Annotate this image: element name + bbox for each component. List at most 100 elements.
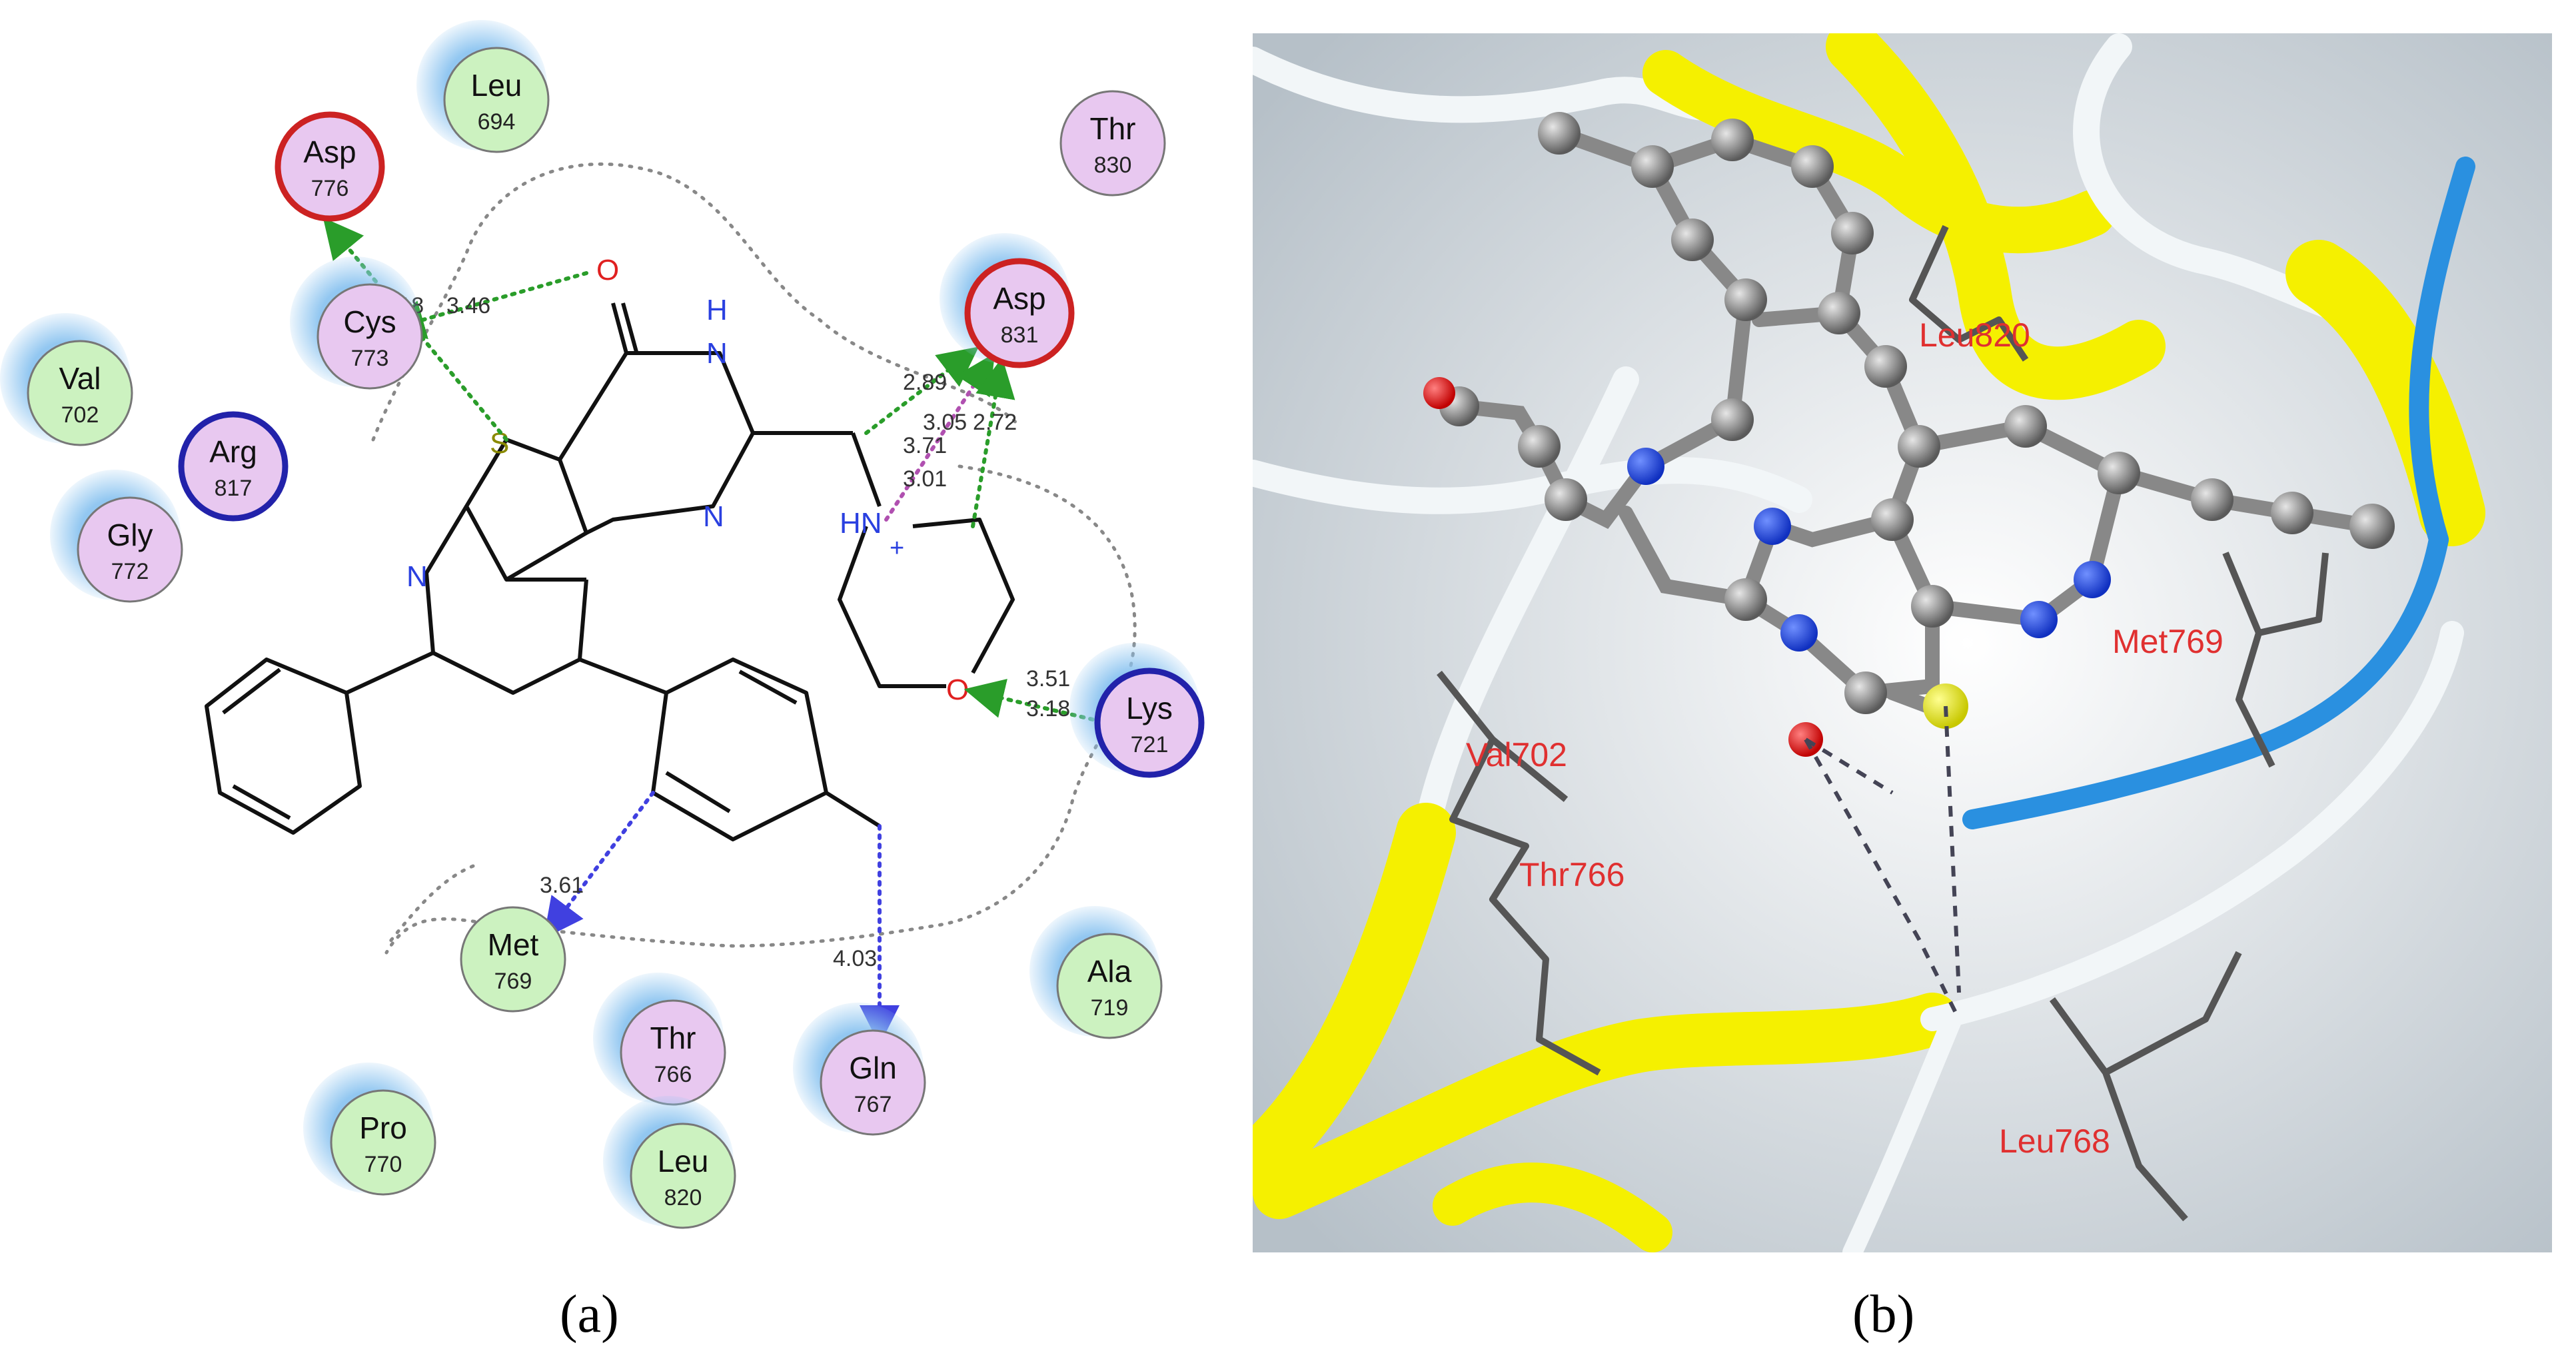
distance-label: 3.61	[540, 873, 584, 898]
residue-name: Leu	[471, 68, 522, 103]
residue-name: Met	[488, 927, 539, 962]
protein-ribbons	[1223, 20, 2485, 1262]
residue-number: 776	[311, 176, 349, 201]
residue-disc	[317, 283, 423, 390]
residue-disc	[77, 496, 183, 603]
carbon-atom	[1831, 212, 1874, 254]
carbon-atom	[1844, 672, 1887, 714]
residue-disc	[178, 411, 289, 522]
residue-disc	[275, 111, 385, 222]
residue-number: 772	[111, 559, 149, 584]
residue-disc	[1056, 933, 1163, 1039]
residue-disc	[1059, 90, 1166, 197]
carbon-atom	[1818, 292, 1860, 334]
oxygen-atom	[1423, 377, 1455, 409]
atom-N1: N	[706, 337, 728, 370]
residue-number: 770	[364, 1152, 402, 1177]
distance-label: 3.18	[1026, 696, 1070, 721]
residue-disc	[27, 340, 133, 446]
carbon-atom	[2271, 492, 2313, 534]
carbon-atom	[1864, 345, 1907, 388]
residue-disc	[443, 47, 550, 153]
atom-N2: N	[703, 500, 724, 533]
residue-number: 702	[61, 402, 99, 428]
residue-asp-776: Asp 776	[275, 111, 385, 222]
residue-val-702: Val 702	[0, 313, 133, 446]
residue-disc	[1094, 668, 1205, 778]
residue-ala-719: Ala 719	[1029, 906, 1163, 1039]
panel-b-3d-docking-render: Leu820 Val702 Thr766 Met769 Leu768	[1223, 20, 2552, 1262]
residue-name: Pro	[359, 1111, 407, 1145]
carbon-atom	[1538, 112, 1581, 155]
residue-disc	[820, 1029, 926, 1136]
distance-label: 3.51	[1026, 666, 1070, 691]
residue-name: Val	[59, 361, 101, 396]
distance-label: 3.71	[903, 433, 947, 458]
carbon-atom	[1631, 145, 1674, 188]
residue-number: 694	[478, 109, 516, 135]
residue-thr-766: Thr766	[593, 973, 726, 1106]
label-val702: Val702	[1466, 736, 1567, 773]
residue-name: Gly	[107, 518, 153, 552]
residue-sticks	[1437, 225, 2329, 1222]
carbon-atom	[1898, 425, 1940, 468]
residue-number: 721	[1131, 732, 1169, 757]
atom-H: H	[706, 294, 728, 326]
residue-number: 817	[215, 476, 253, 501]
carbon-atom	[2349, 504, 2395, 549]
residue-number: 767	[854, 1092, 892, 1117]
atom-O-morpholine: O	[946, 674, 969, 706]
label-thr766: Thr766	[1519, 856, 1624, 893]
distance-label: 4.03	[833, 946, 877, 971]
carbon-atom	[1545, 478, 1587, 521]
nitrogen-atom	[1754, 508, 1791, 545]
residue-gln-767: Gln 767	[793, 1003, 926, 1136]
panel-a-2d-interaction-diagram: O H N S N N HN + O 4.18 3.46 2.89 3.05 2…	[0, 0, 1239, 1359]
residue-asp-831: Asp 831	[940, 233, 1075, 368]
nitrogen-atom	[2074, 561, 2111, 598]
label-met769: Met769	[2112, 623, 2224, 660]
residue-name: Asp	[993, 281, 1045, 316]
residue-number: 831	[1001, 322, 1039, 348]
carbon-atom	[2191, 478, 2234, 521]
residue-number: 719	[1091, 995, 1129, 1021]
residue-met-769: Met 769	[460, 906, 566, 1013]
residue-number: 769	[494, 969, 532, 994]
residue-name: Lys	[1126, 691, 1173, 725]
carbon-atom	[1711, 119, 1754, 161]
residue-name: Ala	[1087, 954, 1132, 989]
pocket-contour	[371, 162, 1137, 955]
residue-number: 830	[1094, 153, 1132, 178]
atom-plus: +	[890, 534, 904, 562]
residue-name: Gln	[849, 1051, 897, 1085]
distance-label: 3.05	[923, 410, 967, 435]
carbon-atom	[1518, 425, 1561, 468]
ligand-atoms: O H N S N N HN + O	[406, 254, 969, 706]
caption-b: (b)	[1852, 1285, 1915, 1344]
residue-disc	[460, 906, 566, 1013]
residue-name: Thr	[650, 1021, 696, 1055]
atom-O-carbonyl: O	[596, 254, 619, 286]
carbon-atom	[1711, 398, 1754, 441]
residue-disc	[330, 1089, 436, 1196]
residue-disc	[964, 258, 1075, 368]
residue-number: 820	[664, 1185, 702, 1210]
distance-label: 2.72	[973, 410, 1017, 435]
carbon-atom	[1671, 219, 1714, 261]
carbon-atom	[1724, 578, 1767, 621]
nitrogen-atom	[1780, 614, 1818, 652]
carbon-atom	[2098, 452, 2140, 494]
carbon-atom	[1724, 278, 1767, 321]
hbond-dashes-3d	[1804, 705, 1961, 1021]
residue-layer: Leu694Asp776Thr830Cys773Val702Arg817Gly7…	[0, 20, 1205, 1229]
nitrogen-atom	[2020, 601, 2058, 638]
ligand-skeleton	[205, 302, 1015, 841]
ligand-atoms-3d	[1423, 112, 2395, 757]
residue-name: Asp	[303, 135, 356, 169]
residue-lys-721: Lys 721	[1069, 643, 1205, 778]
residue-gly-772: Gly 772	[50, 470, 183, 603]
residue-leu-820: Leu820	[603, 1096, 736, 1229]
nitrogen-atom	[1627, 448, 1664, 485]
